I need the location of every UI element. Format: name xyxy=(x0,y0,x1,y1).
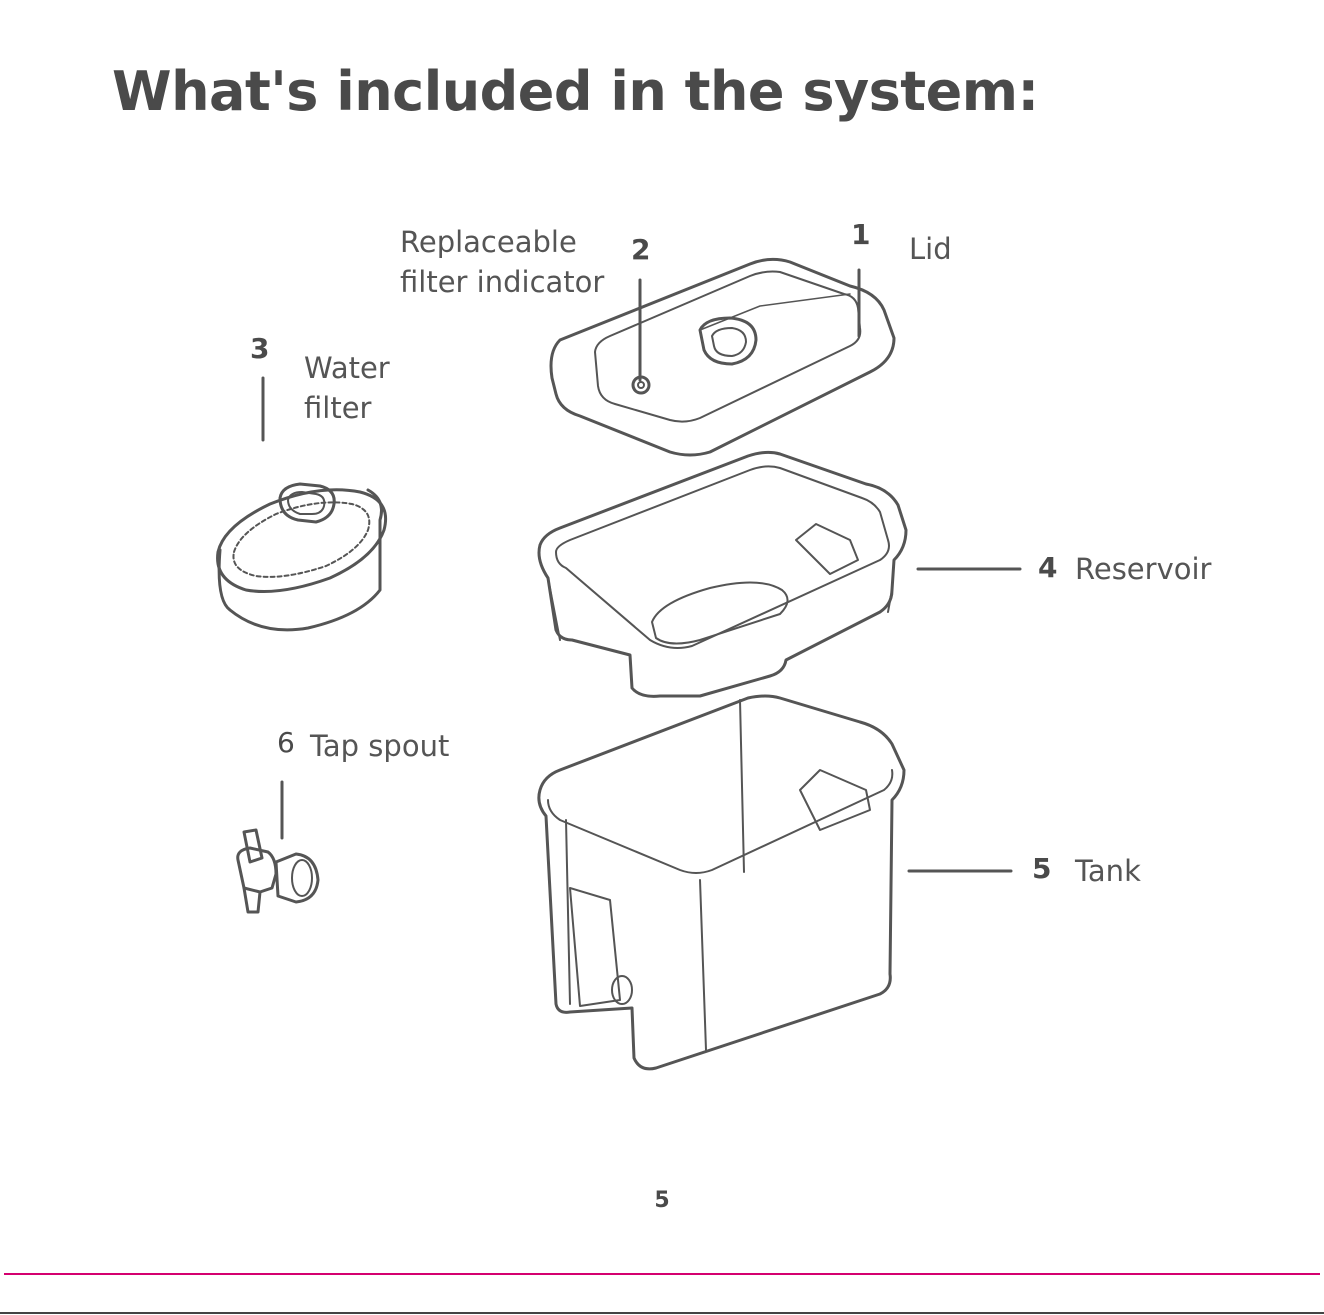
part-number-3: 3 xyxy=(250,332,269,365)
part-label-tank: Tank xyxy=(1075,851,1141,891)
reservoir-illustration xyxy=(539,452,906,696)
part-label-lid: Lid xyxy=(909,229,952,269)
part-label-reservoir: Reservoir xyxy=(1075,549,1211,589)
part-number-5: 5 xyxy=(1032,852,1051,885)
water-filter-illustration xyxy=(218,484,386,630)
part-label-line: filter xyxy=(304,388,390,428)
accent-divider xyxy=(4,1273,1320,1275)
footer-divider xyxy=(0,1312,1324,1314)
part-label-replaceable-filter-indicator: Replaceable filter indicator xyxy=(400,222,604,302)
tap-spout-illustration xyxy=(238,830,318,912)
part-number-4: 4 xyxy=(1038,551,1057,584)
part-number-1: 1 xyxy=(851,218,870,251)
part-label-line: filter indicator xyxy=(400,262,604,302)
part-label-water-filter: Water filter xyxy=(304,348,390,428)
part-label-line: Replaceable xyxy=(400,222,604,262)
part-number-6: 6 xyxy=(277,726,295,759)
page-number: 5 xyxy=(0,1188,1324,1213)
tank-illustration xyxy=(539,696,904,1069)
part-label-line: Water xyxy=(304,348,390,388)
part-label-tap-spout: Tap spout xyxy=(310,726,449,766)
part-number-2: 2 xyxy=(631,233,650,266)
